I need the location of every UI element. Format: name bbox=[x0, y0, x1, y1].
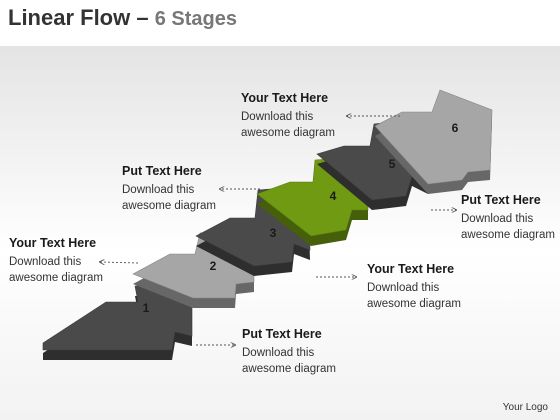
callout-line: awesome diagram bbox=[9, 271, 103, 284]
stage-arrows: 1 2 3 4 5 6 bbox=[42, 89, 493, 360]
callout-line: Download this bbox=[241, 111, 314, 123]
stage-number-1: 1 bbox=[143, 301, 150, 315]
stage-number-4: 4 bbox=[330, 189, 337, 203]
footer-logo: Your Logo bbox=[502, 402, 548, 413]
stage-number-5: 5 bbox=[389, 157, 396, 171]
title-sub: 6 Stages bbox=[154, 8, 238, 30]
callout-line: Download this bbox=[461, 213, 534, 225]
callout-5: Your Text Here Download this awesome dia… bbox=[367, 262, 461, 312]
callout-line: Download this bbox=[122, 184, 195, 196]
callout-heading: Your Text Here bbox=[367, 262, 455, 276]
callout-line: awesome diagram bbox=[241, 126, 335, 139]
page-title: Linear Flow – 6 Stages bbox=[8, 5, 237, 31]
callout-heading: Your Text Here bbox=[9, 236, 97, 250]
stage-number-2: 2 bbox=[210, 259, 217, 273]
connector-2 bbox=[100, 262, 139, 263]
callout-4: Put Text Here Download this awesome diag… bbox=[242, 327, 336, 377]
callout-2: Put Text Here Download this awesome diag… bbox=[122, 164, 216, 214]
stage-arrow-1: 1 bbox=[42, 283, 193, 360]
callout-heading: Put Text Here bbox=[461, 193, 541, 207]
callout-6: Put Text Here Download this awesome diag… bbox=[461, 193, 555, 243]
callout-line: awesome diagram bbox=[461, 228, 555, 241]
callout-line: awesome diagram bbox=[122, 199, 216, 212]
callout-line: Download this bbox=[367, 282, 440, 294]
stage-arrow-face bbox=[374, 89, 493, 185]
stage-number-3: 3 bbox=[270, 226, 277, 240]
title-main: Linear Flow bbox=[8, 5, 131, 30]
callout-line: awesome diagram bbox=[242, 362, 336, 375]
callout-3: Your Text Here Download this awesome dia… bbox=[241, 91, 335, 141]
header-band bbox=[0, 0, 560, 46]
title-dash: – bbox=[136, 5, 149, 30]
stage-arrow-face bbox=[42, 283, 193, 351]
callout-line: Download this bbox=[9, 256, 82, 268]
callout-line: Download this bbox=[242, 347, 315, 359]
callout-heading: Your Text Here bbox=[241, 91, 329, 105]
callout-heading: Put Text Here bbox=[242, 327, 322, 341]
callout-line: awesome diagram bbox=[367, 297, 461, 310]
stage-number-6: 6 bbox=[452, 121, 459, 135]
connectors bbox=[100, 116, 456, 345]
callout-1: Your Text Here Download this awesome dia… bbox=[9, 236, 103, 286]
stage-arrow-6: 6 bbox=[374, 89, 493, 194]
callout-heading: Put Text Here bbox=[122, 164, 202, 178]
